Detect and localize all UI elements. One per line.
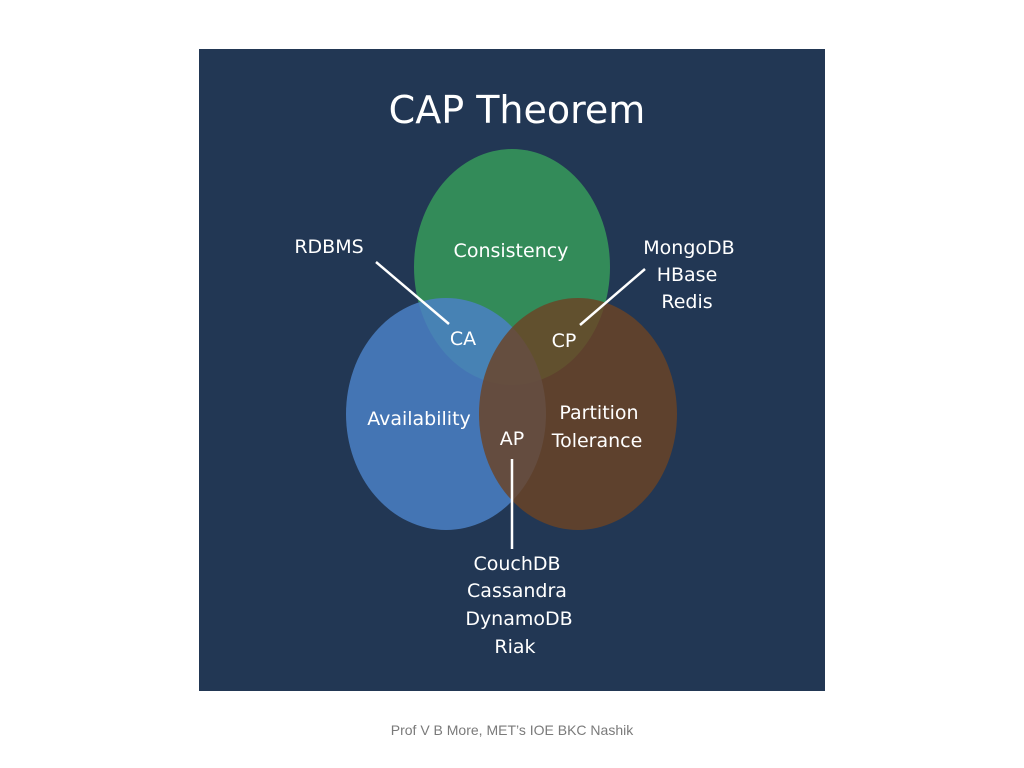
example-ca-0: RDBMS [294,236,363,258]
label-intersection-ca: CA [450,328,476,350]
example-cp-2: Redis [661,291,712,313]
label-availability: Availability [367,408,471,430]
example-cp-0: MongoDB [643,237,734,259]
slide-footer: Prof V B More, MET’s IOE BKC Nashik [390,722,634,738]
connector-ca [375,261,450,325]
cap-venn-diagram: CAP Theorem Consistency Availability Par… [199,49,825,691]
example-cp-1: HBase [657,264,718,286]
diagram-title: CAP Theorem [389,88,646,132]
label-partition-line1: Partition [559,402,638,424]
connector-cp [579,268,646,326]
example-ap-3: Riak [494,636,535,658]
set-partition-tolerance-circle [479,298,677,530]
label-intersection-cp: CP [552,330,577,352]
example-ap-2: DynamoDB [465,608,572,630]
label-intersection-ap: AP [500,428,524,450]
example-ap-0: CouchDB [473,553,560,575]
example-ap-1: Cassandra [467,580,567,602]
label-consistency: Consistency [454,240,569,262]
cap-diagram-panel: CAP Theorem Consistency Availability Par… [199,49,825,691]
label-partition-line2: Tolerance [551,430,643,452]
